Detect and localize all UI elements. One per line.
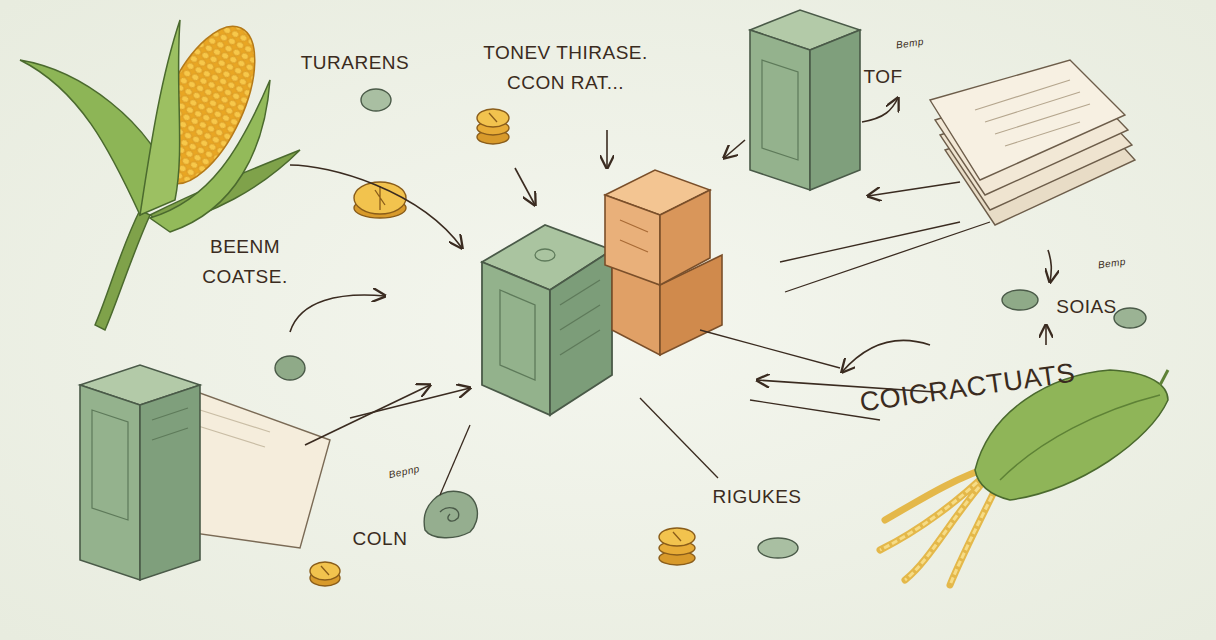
label-text: COICRACTUATS	[855, 351, 1080, 425]
label-text: TURARENS	[300, 48, 410, 78]
coin	[310, 109, 695, 586]
label-text: BEENM COATSE.	[195, 232, 295, 293]
label-text: Bepnp	[385, 461, 424, 484]
corn-cob	[20, 12, 300, 330]
label-text: TONEV THIRASE. CCON RAT...	[478, 38, 653, 99]
green-coin	[275, 89, 1146, 558]
label-text: RIGUKES	[712, 482, 802, 512]
label-text: COLN	[350, 524, 410, 554]
green-box	[80, 365, 200, 580]
label-text: TOF	[858, 62, 908, 92]
green-box	[482, 225, 612, 415]
label-text: Bemp	[893, 34, 927, 54]
motion-line	[440, 222, 990, 495]
paper-stack	[930, 60, 1135, 225]
label-text: Bemp	[1094, 253, 1130, 274]
orange-box	[605, 170, 722, 355]
green-box	[750, 10, 860, 190]
paper-lines	[195, 410, 270, 447]
label-text: SOIAS	[1054, 292, 1119, 322]
